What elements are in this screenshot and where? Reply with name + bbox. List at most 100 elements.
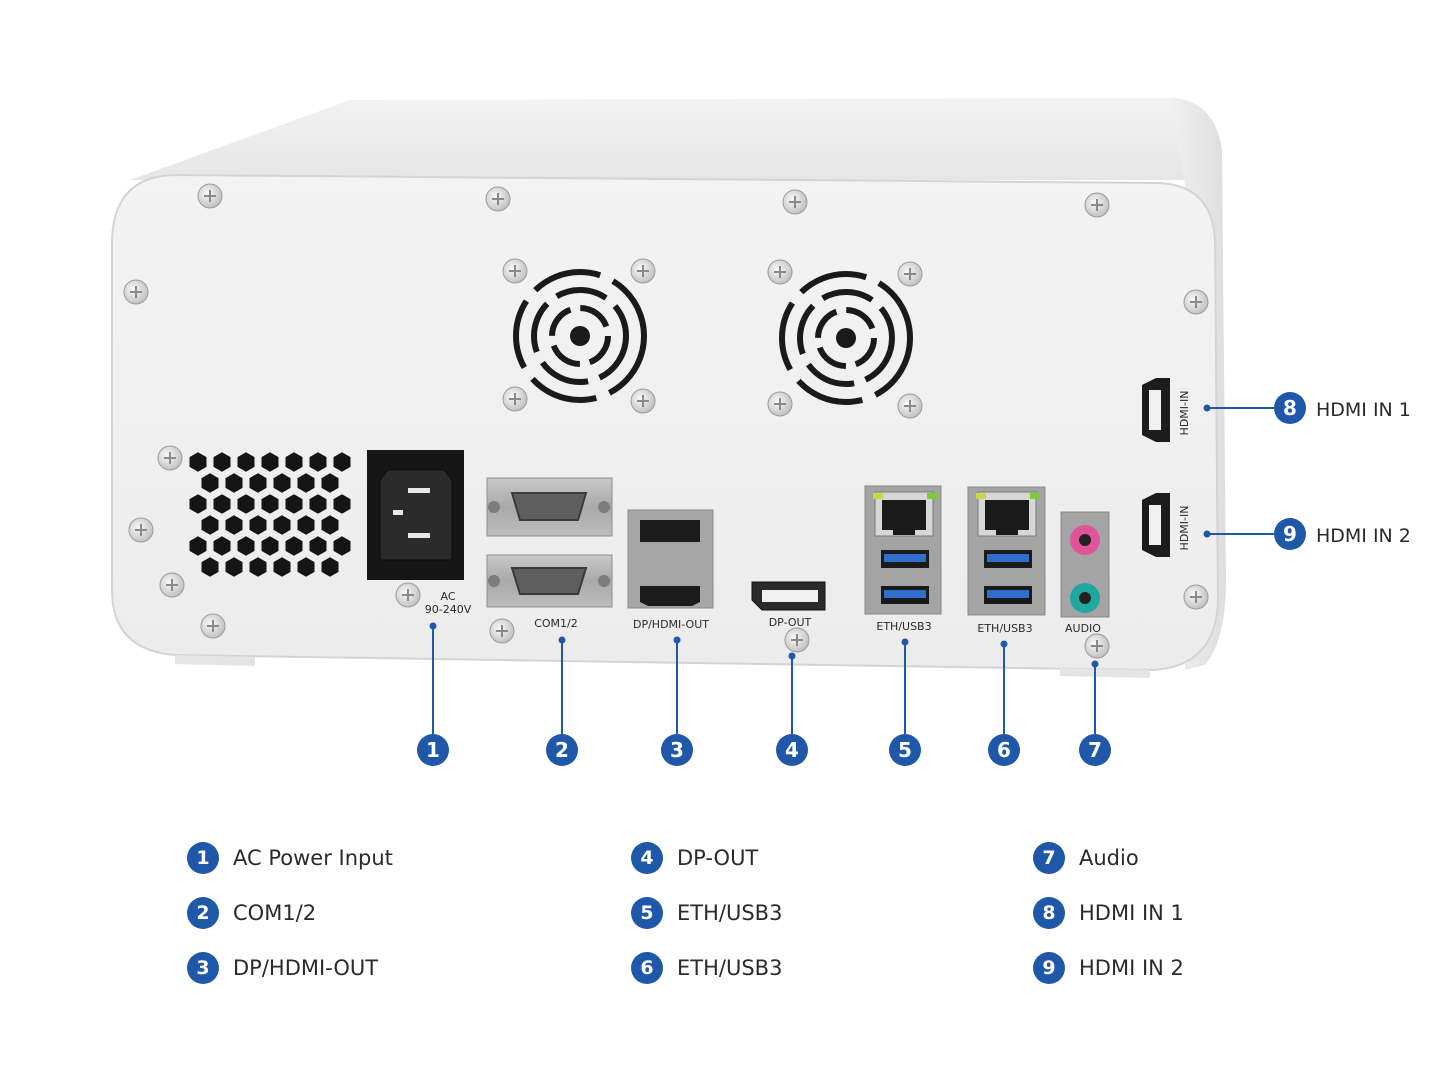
svg-text:1: 1 — [426, 738, 440, 762]
screw-icon — [159, 572, 185, 598]
vent-hole — [189, 494, 207, 514]
vent-hole — [333, 536, 351, 556]
callout-9: 9 HDMI IN 2 — [1203, 518, 1411, 550]
vent-hole — [297, 473, 315, 493]
chassis-top — [130, 98, 1222, 180]
vent-hole — [225, 515, 243, 535]
vent-hole — [249, 515, 267, 535]
screw-icon — [197, 183, 223, 209]
callout-badge — [1079, 734, 1111, 766]
fan-vent-icon — [767, 259, 923, 419]
vent-hole — [285, 452, 303, 472]
led-icon — [1030, 493, 1040, 499]
dp-out-port[interactable] — [751, 581, 826, 611]
vent-hole — [213, 536, 231, 556]
callout-label: HDMI IN 1 — [1316, 399, 1411, 421]
hdmi-in-port-2[interactable] — [1142, 493, 1170, 557]
vent-hole — [237, 452, 255, 472]
vent-hole — [309, 494, 327, 514]
screw-icon — [782, 189, 808, 215]
svg-text:6: 6 — [997, 738, 1011, 762]
panel-label-dp-hdmi-out: DP/HDMI-OUT — [633, 618, 709, 631]
callout-badge — [1274, 392, 1306, 424]
vent-hole — [225, 473, 243, 493]
vent-hole — [321, 473, 339, 493]
vent-hole — [201, 557, 219, 577]
vent-hole — [237, 494, 255, 514]
callout-label: HDMI IN 2 — [1316, 525, 1411, 547]
ac-power-port[interactable] — [367, 450, 464, 580]
fan-vent-icon — [502, 258, 656, 414]
screw-icon — [157, 445, 183, 471]
screw-icon — [128, 517, 154, 543]
psu-vent-grille — [189, 452, 351, 577]
usb-tongue — [884, 554, 926, 562]
vent-hole — [321, 515, 339, 535]
usb-tongue — [987, 590, 1029, 598]
screw-icon — [1183, 289, 1209, 315]
callout-7: 7 — [1079, 660, 1111, 766]
vent-hole — [285, 536, 303, 556]
callout-badge — [776, 734, 808, 766]
callout-badge — [417, 734, 449, 766]
panel-label-eth-usb3-1: ETH/USB3 — [876, 620, 931, 633]
vent-hole — [309, 536, 327, 556]
vent-hole — [249, 473, 267, 493]
screw-icon — [485, 186, 511, 212]
led-icon — [976, 493, 986, 499]
vent-hole — [249, 557, 267, 577]
vent-hole — [273, 473, 291, 493]
usb-tongue — [884, 590, 926, 598]
dp-hdmi-out-port[interactable] — [627, 509, 714, 609]
svg-text:5: 5 — [898, 738, 912, 762]
panel-label-audio: AUDIO — [1065, 622, 1101, 635]
panel-label-eth-usb3-2: ETH/USB3 — [977, 622, 1032, 635]
vent-hole — [261, 452, 279, 472]
chassis-screws — [123, 183, 1209, 659]
screw-icon — [784, 627, 810, 653]
vent-hole — [189, 536, 207, 556]
vent-hole — [201, 515, 219, 535]
screw-icon — [395, 582, 421, 608]
panel-label-dp-out: DP-OUT — [769, 616, 812, 629]
callout-badge — [546, 734, 578, 766]
panel-label-hdmi-in-1: HDMI-IN — [1178, 391, 1191, 436]
hdmi-in-port-1[interactable] — [1142, 378, 1170, 442]
callout-badge — [1274, 518, 1306, 550]
vent-hole — [333, 452, 351, 472]
svg-text:9: 9 — [1283, 522, 1297, 546]
vent-hole — [189, 452, 207, 472]
callout-badge — [661, 734, 693, 766]
vent-hole — [237, 536, 255, 556]
callout-2: 2 — [546, 636, 578, 766]
svg-text:8: 8 — [1283, 396, 1297, 420]
panel-label-com: COM1/2 — [534, 617, 578, 630]
vent-hole — [273, 515, 291, 535]
led-icon — [873, 493, 883, 499]
vent-hole — [297, 557, 315, 577]
svg-text:2: 2 — [555, 738, 569, 762]
vent-hole — [285, 494, 303, 514]
callout-badge — [988, 734, 1020, 766]
vent-hole — [261, 494, 279, 514]
vent-hole — [261, 536, 279, 556]
vent-hole — [309, 452, 327, 472]
screw-icon — [1183, 584, 1209, 610]
eth-usb3-port-left[interactable] — [864, 485, 942, 615]
audio-jacks[interactable] — [1060, 511, 1110, 618]
vent-hole — [213, 494, 231, 514]
screw-icon — [1084, 633, 1110, 659]
vent-hole — [273, 557, 291, 577]
screw-icon — [123, 279, 149, 305]
callout-1: 1 — [417, 622, 449, 766]
vent-hole — [201, 473, 219, 493]
callouts: 1 2 3 4 5 6 7 — [417, 392, 1411, 766]
usb-tongue — [987, 554, 1029, 562]
eth-usb3-port-right[interactable] — [967, 486, 1046, 616]
com-ports[interactable] — [486, 477, 613, 608]
callout-6: 6 — [988, 640, 1020, 766]
callout-4: 4 — [776, 652, 808, 766]
panel-label-hdmi-in-2: HDMI-IN — [1178, 506, 1191, 551]
